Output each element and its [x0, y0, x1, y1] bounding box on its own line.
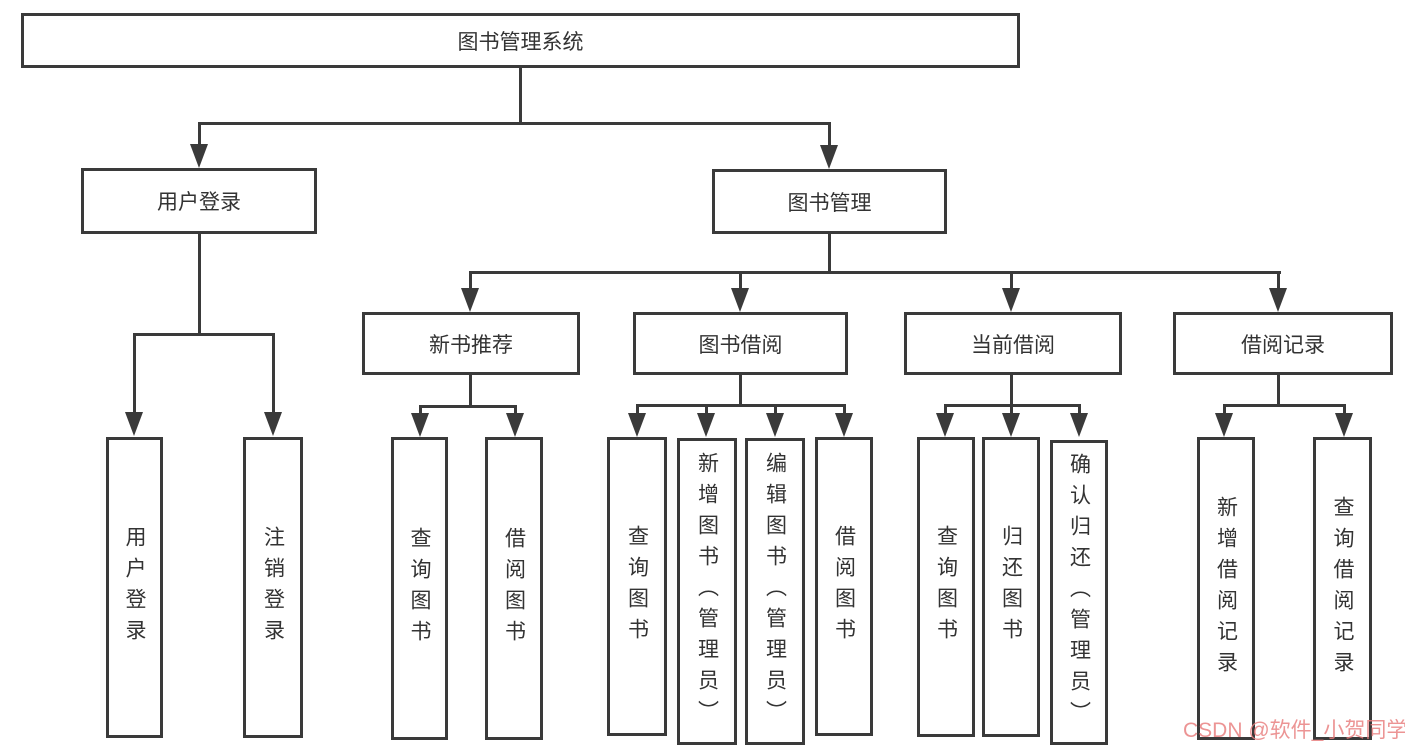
connector-line	[774, 404, 777, 414]
connector-line	[1277, 271, 1280, 289]
connector-line	[469, 271, 472, 289]
watermark: CSDN @软件_小贺同学	[1183, 719, 1405, 742]
connector-line	[1343, 404, 1346, 414]
leaf-confirm-return-admin: 确认归还（管理员）	[1050, 440, 1108, 745]
leaf-query-books-3-label: 查询图书	[934, 525, 958, 649]
leaf-add-borrow-record-label: 新增借阅记录	[1214, 495, 1238, 682]
connector-line	[828, 234, 831, 274]
leaf-return-books-label: 归还图书	[999, 525, 1023, 649]
node-borrow-records: 借阅记录	[1173, 312, 1393, 375]
connector-line	[636, 404, 639, 414]
connector-arrow	[461, 288, 479, 312]
leaf-add-books-admin: 新增图书（管理员）	[677, 438, 737, 745]
connector-arrow	[697, 413, 715, 437]
node-borrow-records-label: 借阅记录	[1241, 333, 1325, 357]
leaf-query-books-2: 查询图书	[607, 437, 667, 736]
connector-line	[133, 333, 275, 336]
leaf-borrow-books-1: 借阅图书	[485, 437, 543, 740]
leaf-edit-books-admin: 编辑图书（管理员）	[745, 438, 805, 745]
connector-line	[1010, 375, 1013, 406]
leaf-user-login: 用户登录	[106, 437, 163, 738]
node-root: 图书管理系统	[21, 13, 1020, 68]
node-new-book-recommend-label: 新书推荐	[429, 333, 513, 357]
connector-arrow	[766, 413, 784, 437]
connector-arrow	[936, 413, 954, 437]
connector-line	[739, 271, 742, 289]
leaf-borrow-books-2: 借阅图书	[815, 437, 873, 736]
leaf-query-books-1: 查询图书	[391, 437, 448, 740]
connector-line	[514, 405, 517, 414]
connector-line	[636, 404, 846, 407]
leaf-return-books: 归还图书	[982, 437, 1040, 737]
connector-arrow	[1070, 413, 1088, 437]
connector-arrow	[125, 412, 143, 436]
connector-line	[198, 234, 201, 335]
connector-line	[1277, 375, 1280, 407]
leaf-user-login-label: 用户登录	[123, 525, 146, 650]
connector-arrow	[411, 413, 429, 437]
connector-arrow	[264, 412, 282, 436]
connector-line	[519, 68, 522, 124]
connector-line	[419, 405, 517, 408]
connector-line	[1223, 404, 1226, 414]
leaf-add-books-admin-label: 新增图书（管理员）	[695, 452, 719, 731]
connector-line	[1223, 404, 1345, 407]
connector-line	[272, 333, 275, 413]
leaf-query-borrow-record: 查询借阅记录	[1313, 437, 1372, 740]
connector-line	[419, 405, 422, 414]
connector-line	[705, 404, 708, 414]
leaf-query-books-2-label: 查询图书	[625, 524, 649, 649]
leaf-edit-books-admin-label: 编辑图书（管理员）	[763, 452, 787, 731]
node-user-login-label: 用户登录	[157, 191, 241, 214]
node-book-management: 图书管理	[712, 169, 947, 234]
connector-line	[469, 375, 472, 408]
node-new-book-recommend: 新书推荐	[362, 312, 580, 375]
connector-line	[198, 122, 201, 146]
connector-line	[133, 333, 136, 413]
leaf-confirm-return-admin-label: 确认归还（管理员）	[1067, 453, 1091, 732]
connector-line	[469, 271, 1281, 274]
node-root-label: 图书管理系统	[457, 30, 584, 54]
connector-arrow	[731, 288, 749, 312]
connector-line	[1010, 271, 1013, 289]
connector-arrow	[506, 413, 524, 437]
connector-line	[1078, 404, 1081, 414]
connector-arrow	[1215, 413, 1233, 437]
connector-arrow	[835, 413, 853, 437]
node-current-borrow: 当前借阅	[904, 312, 1122, 375]
connector-arrow	[1002, 413, 1020, 437]
node-book-management-label: 图书管理	[787, 191, 872, 215]
connector-line	[944, 404, 947, 414]
connector-line	[739, 375, 742, 407]
connector-arrow	[1002, 288, 1020, 312]
leaf-query-books-1-label: 查询图书	[408, 526, 431, 651]
connector-line	[828, 122, 831, 147]
leaf-logout: 注销登录	[243, 437, 303, 738]
connector-arrow	[628, 413, 646, 437]
leaf-query-borrow-record-label: 查询借阅记录	[1331, 495, 1354, 682]
leaf-borrow-books-1-label: 借阅图书	[502, 526, 526, 651]
node-book-borrow-label: 图书借阅	[698, 333, 783, 357]
connector-arrow	[1335, 413, 1353, 437]
connector-arrow	[1269, 288, 1287, 312]
node-user-login: 用户登录	[81, 168, 317, 234]
node-book-borrow: 图书借阅	[633, 312, 848, 375]
leaf-borrow-books-2-label: 借阅图书	[832, 524, 856, 649]
connector-arrow	[820, 145, 838, 169]
connector-arrow	[190, 144, 208, 168]
connector-line	[843, 404, 846, 414]
connector-line	[198, 122, 831, 125]
leaf-add-borrow-record: 新增借阅记录	[1197, 437, 1255, 740]
leaf-logout-label: 注销登录	[261, 525, 285, 650]
connector-line	[1010, 404, 1013, 414]
node-current-borrow-label: 当前借阅	[971, 333, 1055, 357]
leaf-query-books-3: 查询图书	[917, 437, 975, 737]
